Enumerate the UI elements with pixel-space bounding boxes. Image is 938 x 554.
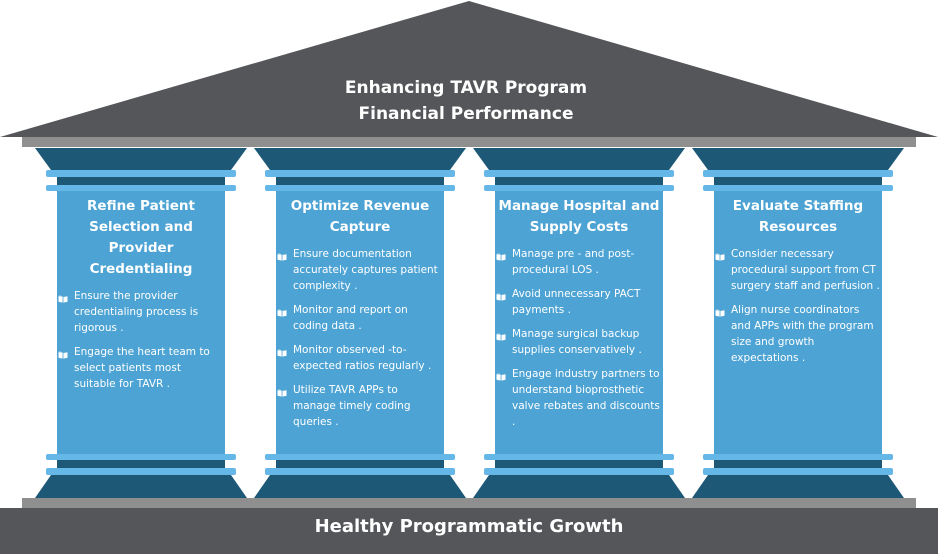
pillar-title: Refine Patient Selection and Provider Cr… (87, 198, 195, 277)
pillar-optimize-revenue-capture: Optimize Revenue Capture Ensure document… (277, 196, 443, 438)
bullet-text: Ensure documentation accurately captures… (293, 248, 438, 292)
pillar-manage-hospital-costs: Manage Hospital and Supply Costs Manage … (496, 196, 662, 438)
list-item: Manage surgical backup supplies conserva… (496, 326, 662, 358)
bullet-list: Manage pre - and post-procedural LOS . A… (496, 246, 662, 430)
list-item: Monitor and report on coding data . (277, 302, 443, 334)
pillar-title: Optimize Revenue Capture (290, 198, 430, 235)
pillar-2-shape (254, 148, 466, 498)
pillar-title: Manage Hospital and Supply Costs (498, 198, 660, 235)
list-item: Monitor observed -to-expected ratios reg… (277, 342, 443, 374)
book-icon (496, 290, 506, 301)
roof (0, 1, 938, 137)
bullet-text: Utilize TAVR APPs to manage timely codin… (293, 384, 411, 428)
bullet-text: Manage pre - and post-procedural LOS . (512, 248, 635, 276)
base (0, 508, 938, 554)
list-item: Ensure the provider credentialing proces… (58, 288, 224, 336)
pillar-3-shape (473, 148, 685, 498)
bullet-text: Monitor and report on coding data . (293, 304, 408, 332)
bullet-text: Engage industry partners to understand b… (512, 368, 660, 428)
list-item: Utilize TAVR APPs to manage timely codin… (277, 382, 443, 430)
bullet-text: Ensure the provider credentialing proces… (74, 290, 199, 334)
bullet-list: Ensure the provider credentialing proces… (58, 288, 224, 392)
book-icon (277, 346, 287, 357)
base-title: Healthy Programmatic Growth (314, 516, 624, 537)
roof-band (22, 137, 916, 147)
book-icon (277, 250, 287, 261)
book-icon (277, 306, 287, 317)
book-icon (496, 330, 506, 341)
bullet-text: Avoid unnecessary PACT payments . (512, 288, 641, 316)
list-item: Consider necessary procedural support fr… (715, 246, 881, 294)
bullet-list: Consider necessary procedural support fr… (715, 246, 881, 366)
roof-title: Enhancing TAVR Program Financial Perform… (250, 75, 682, 127)
pillar-1-shape (35, 148, 247, 498)
book-icon (496, 370, 506, 381)
base-band (22, 498, 916, 508)
bullet-list: Ensure documentation accurately captures… (277, 246, 443, 430)
list-item: Manage pre - and post-procedural LOS . (496, 246, 662, 278)
pillar-evaluate-staffing: Evaluate Staffing Resources Consider nec… (715, 196, 881, 374)
book-icon (277, 386, 287, 397)
bullet-text: Monitor observed -to-expected ratios reg… (293, 344, 432, 372)
bullet-text: Engage the heart team to select patients… (74, 346, 210, 390)
book-icon (58, 292, 68, 303)
book-icon (496, 250, 506, 261)
roof-title-line-1: Enhancing TAVR Program (344, 78, 588, 98)
list-item: Align nurse coordinators and APPs with t… (715, 302, 881, 366)
pillar-refine-patient-selection: Refine Patient Selection and Provider Cr… (58, 196, 224, 400)
bullet-text: Manage surgical backup supplies conserva… (512, 328, 642, 356)
list-item: Engage the heart team to select patients… (58, 344, 224, 392)
book-icon (715, 306, 725, 317)
list-item: Engage industry partners to understand b… (496, 366, 662, 430)
pillar-title: Evaluate Staffing Resources (732, 198, 864, 235)
roof-title-line-2: Financial Performance (358, 104, 574, 124)
book-icon (58, 348, 68, 359)
pillar-4-shape (692, 148, 904, 498)
list-item: Ensure documentation accurately captures… (277, 246, 443, 294)
list-item: Avoid unnecessary PACT payments . (496, 286, 662, 318)
bullet-text: Consider necessary procedural support fr… (731, 248, 880, 292)
bullet-text: Align nurse coordinators and APPs with t… (731, 304, 874, 364)
book-icon (715, 250, 725, 261)
